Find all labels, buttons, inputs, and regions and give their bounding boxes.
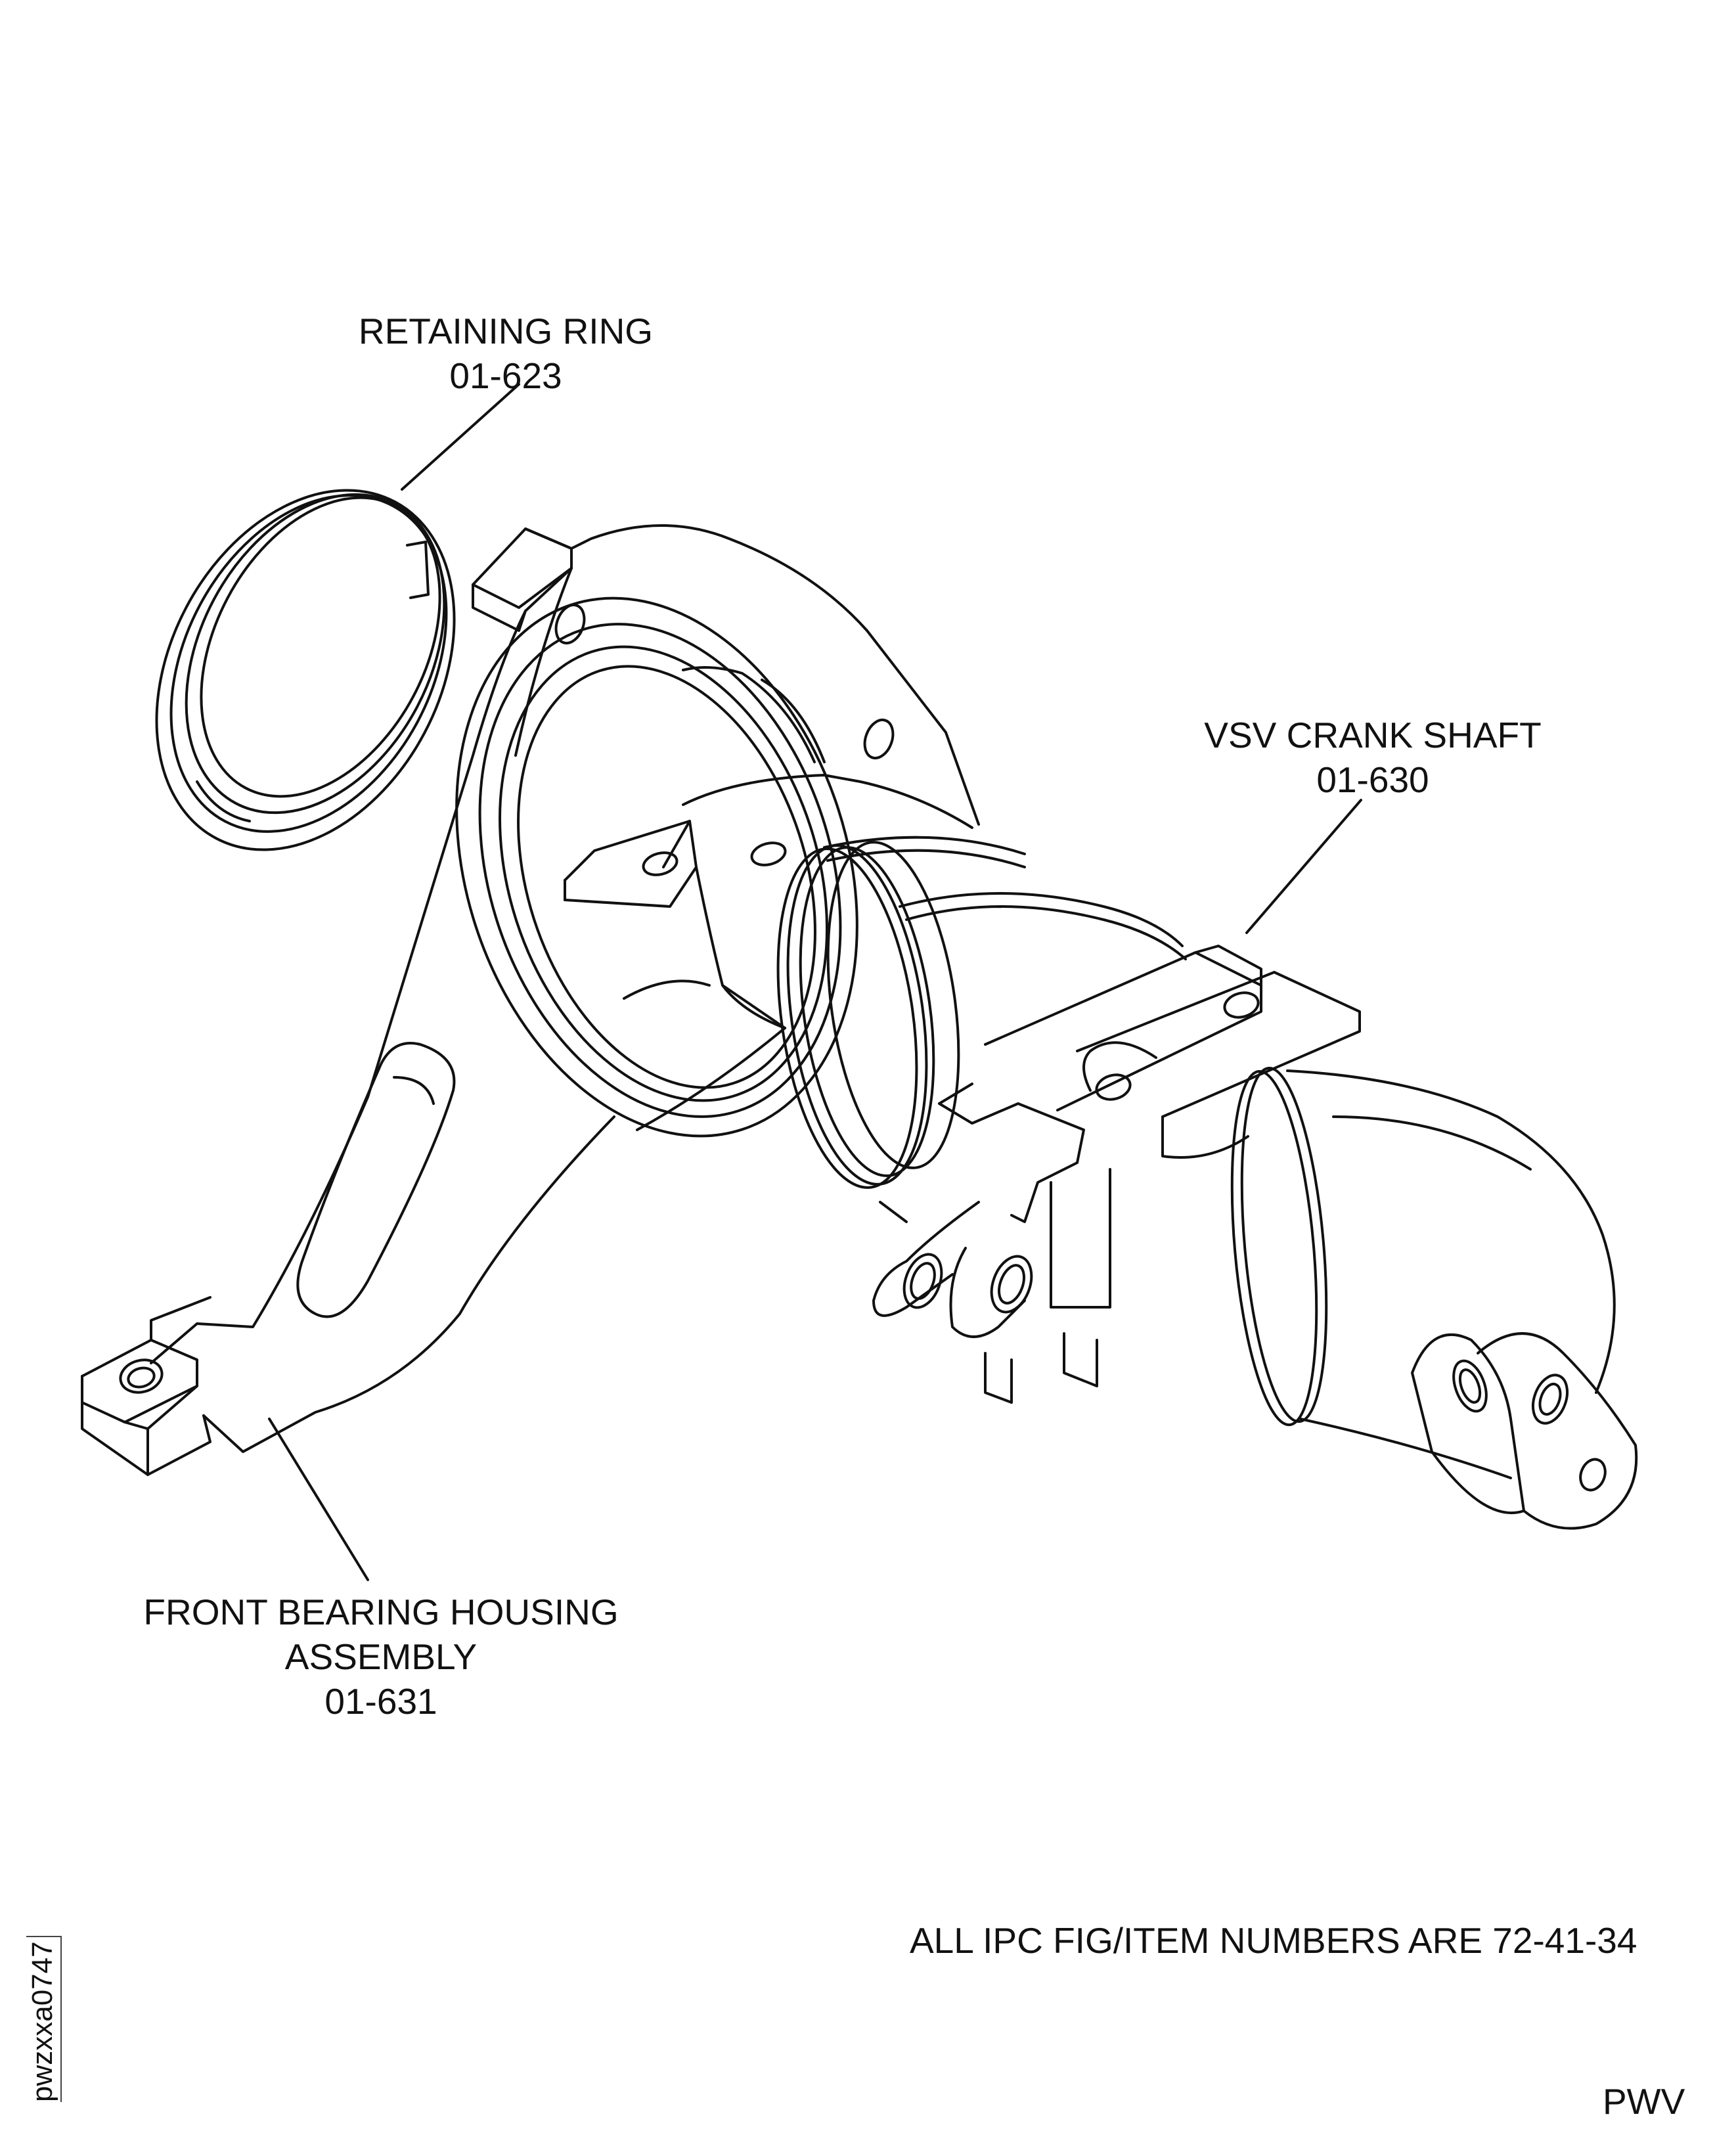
front-bearing-housing-leader bbox=[269, 1419, 368, 1580]
vsv-crank-shaft-part bbox=[565, 775, 1636, 1529]
retaining-ring-name: RETAINING RING bbox=[358, 311, 654, 351]
vsv-crank-shaft-leader bbox=[1247, 800, 1361, 933]
corner-mark: PWV bbox=[1603, 2081, 1685, 2122]
drawing-id: pwzxxa0747 bbox=[26, 1936, 62, 2102]
front-bearing-housing-name-line2: ASSEMBLY bbox=[284, 1636, 478, 1677]
front-bearing-housing-item-number: 01-631 bbox=[324, 1681, 437, 1722]
vsv-crank-shaft-callout: VSV CRANK SHAFT 01-630 bbox=[1169, 713, 1576, 802]
front-bearing-housing-part bbox=[82, 526, 979, 1475]
retaining-ring-item-number: 01-623 bbox=[449, 355, 562, 396]
retaining-ring-leader bbox=[402, 384, 519, 489]
ipc-reference-note: ALL IPC FIG/ITEM NUMBERS ARE 72-41-34 bbox=[910, 1920, 1637, 1961]
front-bearing-housing-callout: FRONT BEARING HOUSING ASSEMBLY 01-631 bbox=[118, 1590, 644, 1724]
vsv-crank-shaft-item-number: 01-630 bbox=[1316, 759, 1429, 800]
retaining-ring-part bbox=[97, 439, 514, 902]
vsv-crank-shaft-name: VSV CRANK SHAFT bbox=[1204, 715, 1542, 755]
retaining-ring-callout: RETAINING RING 01-623 bbox=[322, 309, 690, 398]
front-bearing-housing-name-line1: FRONT BEARING HOUSING bbox=[143, 1592, 619, 1632]
